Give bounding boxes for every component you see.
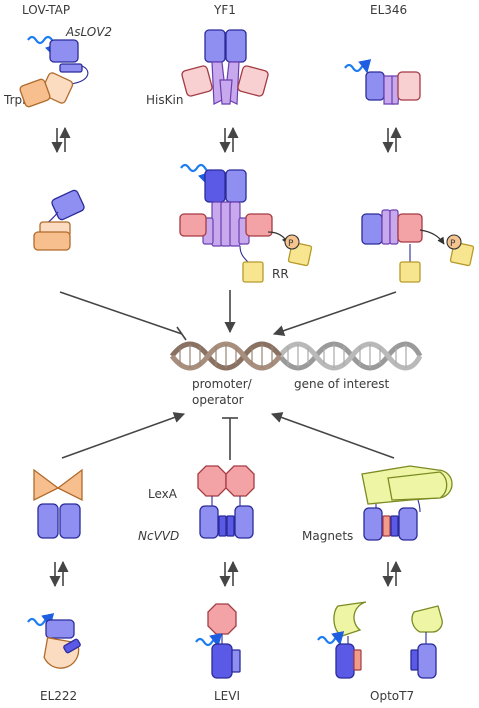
rr-label: RR	[272, 267, 289, 281]
lov-tap-module: LOV-TAP AsLOV2 TrpR	[3, 3, 112, 251]
el346-title: EL346	[370, 3, 407, 17]
el222-lov-b	[59, 503, 81, 539]
lov-tap-title: LOV-TAP	[22, 3, 70, 17]
el222-ja-lit	[63, 638, 81, 654]
magnet-lit-helix-pos	[353, 649, 362, 671]
yf1-kinase-lit-a	[179, 213, 207, 237]
ja-helix	[59, 63, 83, 73]
yf1-lov-b	[225, 29, 247, 63]
lov-domain	[49, 39, 79, 63]
el346-kinase-lit	[397, 213, 423, 243]
lov-domain-lit	[51, 189, 85, 221]
vvd-helix-b	[226, 515, 235, 537]
linker-lit	[239, 245, 249, 263]
t7-polymerase-front	[387, 471, 448, 501]
lexa-octagon-lit	[207, 603, 237, 635]
optot7-module: Magnets OptoT7	[302, 465, 453, 703]
yf1-module: YF1 HisKin P RR	[146, 3, 313, 283]
yf1-lov-lit-b	[225, 169, 247, 203]
rr-domain	[399, 261, 421, 283]
linker	[69, 65, 89, 85]
linker	[417, 499, 421, 513]
repression-line-lov-tap	[59, 291, 183, 335]
gene-label: gene of interest	[294, 377, 390, 391]
phosphotransfer-arrow	[419, 229, 445, 245]
magnet-b	[398, 507, 418, 541]
el346-lit-helix-a	[381, 209, 391, 245]
el346-module: EL346 P	[344, 3, 475, 283]
levi-title: LEVI	[214, 689, 240, 703]
trpr-domain-a	[19, 78, 51, 108]
el222-lov-a	[37, 503, 59, 539]
lexa-label: LexA	[148, 487, 178, 501]
vvd-b	[234, 505, 254, 539]
hiskin-label: HisKin	[146, 93, 183, 107]
lexa-octagon-b	[225, 465, 255, 497]
el222-hth-b	[56, 468, 83, 502]
vvd-lit	[211, 643, 233, 679]
magnet-helix-pos	[382, 515, 391, 537]
el346-kinase	[397, 71, 421, 101]
yf1-kinase-lit-b	[245, 213, 273, 237]
yf1-lov-a	[204, 29, 226, 63]
light-wave-icon	[344, 59, 372, 74]
magnet-lit-helix-neg	[410, 649, 419, 671]
base-pairs	[179, 344, 273, 368]
el346-lov-lit	[361, 213, 383, 245]
el222-lov-lit	[45, 619, 75, 639]
magnet-lit-b	[417, 643, 437, 679]
phosphate-icon	[284, 234, 300, 250]
t7-fragment-a	[333, 601, 367, 637]
el346-lov-a	[365, 71, 385, 101]
ncvvd-label: NcVVD	[138, 529, 179, 543]
magnet-helix-neg	[390, 515, 399, 537]
optot7-title: OptoT7	[370, 689, 414, 703]
el346-lit-helix-b	[389, 209, 399, 245]
lexa-octagon-a	[197, 465, 227, 497]
yf1-kinase-b	[237, 65, 269, 97]
yf1-helix-c	[219, 79, 233, 105]
t7-fragment-b	[411, 605, 443, 633]
magnet-a	[363, 507, 383, 541]
promoter-label-line2: operator	[192, 393, 244, 407]
light-wave-icon	[317, 631, 345, 646]
phosphate-label: P	[450, 239, 456, 249]
el222-module: EL222	[27, 468, 83, 703]
activation-arrow-el222	[61, 412, 186, 459]
repression-bar	[176, 326, 187, 341]
vvd-a	[199, 505, 219, 539]
magnet-lit-a	[335, 643, 355, 679]
phosphate-label: P	[288, 239, 294, 249]
yf1-kinase-a	[181, 65, 213, 97]
activation-arrow-optot7	[270, 412, 395, 459]
light-wave-icon	[195, 633, 223, 648]
vvd-lit-helix	[231, 649, 241, 673]
yf1-lov-lit-a	[204, 169, 226, 203]
aslov2-label: AsLOV2	[65, 25, 112, 39]
promoter-label-line1: promoter/	[192, 377, 253, 391]
trpr-lit-bottom	[33, 231, 71, 251]
vvd-helix-a	[218, 515, 227, 537]
phosphate-icon	[446, 234, 462, 250]
rr-domain	[242, 261, 264, 283]
base-pairs-gene	[287, 344, 407, 368]
levi-module: LexA NcVVD LEVI	[138, 465, 255, 703]
light-wave-icon	[27, 613, 55, 628]
el222-hth-a	[33, 468, 60, 502]
activation-arrow-el346	[272, 291, 397, 337]
magnets-label: Magnets	[302, 529, 353, 543]
yf1-title: YF1	[213, 3, 236, 17]
el222-title: EL222	[40, 689, 77, 703]
dna-helix	[170, 341, 423, 371]
